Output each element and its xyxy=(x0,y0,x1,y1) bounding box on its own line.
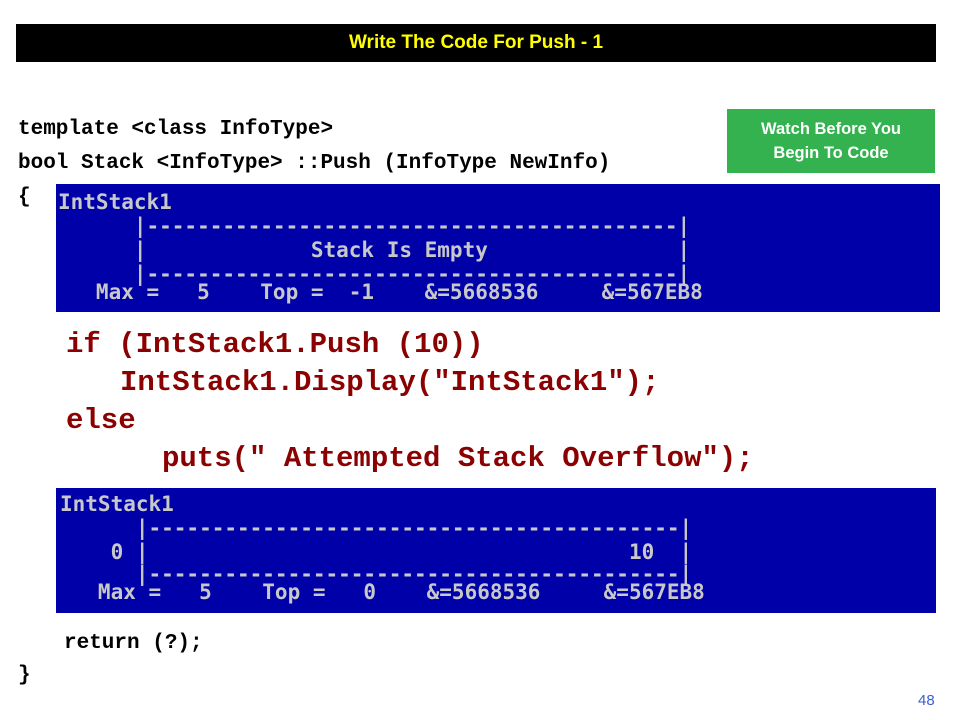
code-if-line: if (IntStack1.Push (10)) xyxy=(66,328,484,361)
code-else-line: else xyxy=(66,404,136,437)
console-line: |---------------------------------------… xyxy=(60,562,693,586)
console-output-before: IntStack1 |-----------------------------… xyxy=(56,184,940,312)
console-line: |---------------------------------------… xyxy=(60,516,693,540)
code-puts-line: puts(" Attempted Stack Overflow"); xyxy=(162,442,754,475)
watch-button-line2: Begin To Code xyxy=(773,144,889,162)
slide-title-bar: Write The Code For Push - 1 xyxy=(16,24,936,62)
console-line: |---------------------------------------… xyxy=(58,262,691,286)
console-line: Max = 5 Top = 0 &=5668536 &=567EB8 xyxy=(60,580,705,604)
console-line: 0 | 10 | xyxy=(60,540,693,564)
code-open-brace: { xyxy=(18,186,31,209)
code-display-line: IntStack1.Display("IntStack1"); xyxy=(120,366,660,399)
console-line: IntStack1 xyxy=(60,492,174,516)
console-output-after: IntStack1 |-----------------------------… xyxy=(56,488,936,613)
console-line: Max = 5 Top = -1 &=5668536 &=567EB8 xyxy=(58,280,703,304)
code-signature-line: bool Stack <InfoType> ::Push (InfoType N… xyxy=(18,152,611,175)
code-template-line: template <class InfoType> xyxy=(18,118,334,141)
watch-button-line1: Watch Before You xyxy=(761,120,901,138)
console-line: IntStack1 xyxy=(58,190,172,214)
watch-before-code-button[interactable]: Watch Before You Begin To Code xyxy=(727,109,935,173)
page-number: 48 xyxy=(918,692,935,709)
slide-title: Write The Code For Push - 1 xyxy=(348,32,604,53)
code-return-line: return (?); xyxy=(64,632,203,655)
console-line: | Stack Is Empty | xyxy=(58,238,691,262)
console-line: |---------------------------------------… xyxy=(58,214,691,238)
code-close-brace: } xyxy=(18,664,31,687)
